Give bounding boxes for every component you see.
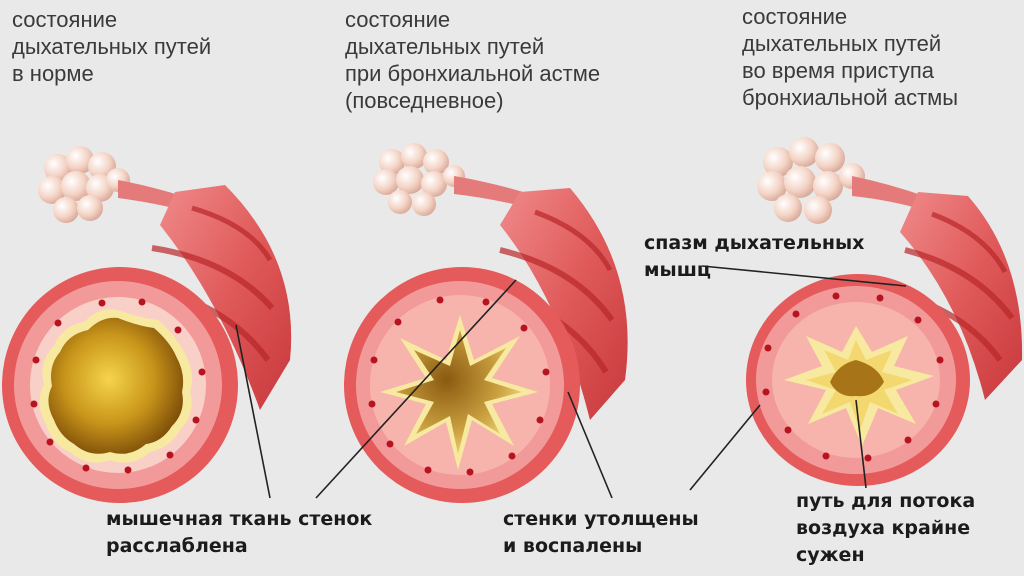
- label-spasm: спазм дыхательных мышц: [644, 232, 865, 281]
- alveoli-cluster: [38, 146, 130, 223]
- pointer-airway-narrowed-2: [855, 399, 867, 489]
- pointer-walls-thickened: [567, 391, 613, 499]
- bronchus-asthma-attack: [746, 137, 1023, 486]
- pointer-lines: [235, 265, 907, 499]
- pointer-muscle-relaxed-2: [315, 279, 517, 499]
- label-airway-narrowed: путь для потока воздуха крайне сужен: [796, 490, 976, 566]
- title-asthma-attack: состояние дыхательных путей во время при…: [742, 4, 959, 110]
- bronchus-normal: [2, 146, 292, 503]
- label-walls-thickened: стенки утолщены и воспалены: [503, 508, 699, 557]
- bronchus-asthma-daily: [344, 143, 628, 503]
- title-asthma-daily: состояние дыхательных путей при бронхиал…: [345, 7, 601, 113]
- pointer-muscle-relaxed-1: [235, 324, 271, 499]
- pointer-spasm: [701, 265, 907, 287]
- alveoli-cluster: [757, 137, 865, 224]
- pointer-airway-narrowed-1: [689, 404, 761, 491]
- alveoli-cluster: [373, 143, 465, 216]
- label-muscle-relaxed: мышечная ткань стенок расслаблена: [106, 508, 373, 557]
- title-normal: состояние дыхательных путей в норме: [12, 7, 212, 86]
